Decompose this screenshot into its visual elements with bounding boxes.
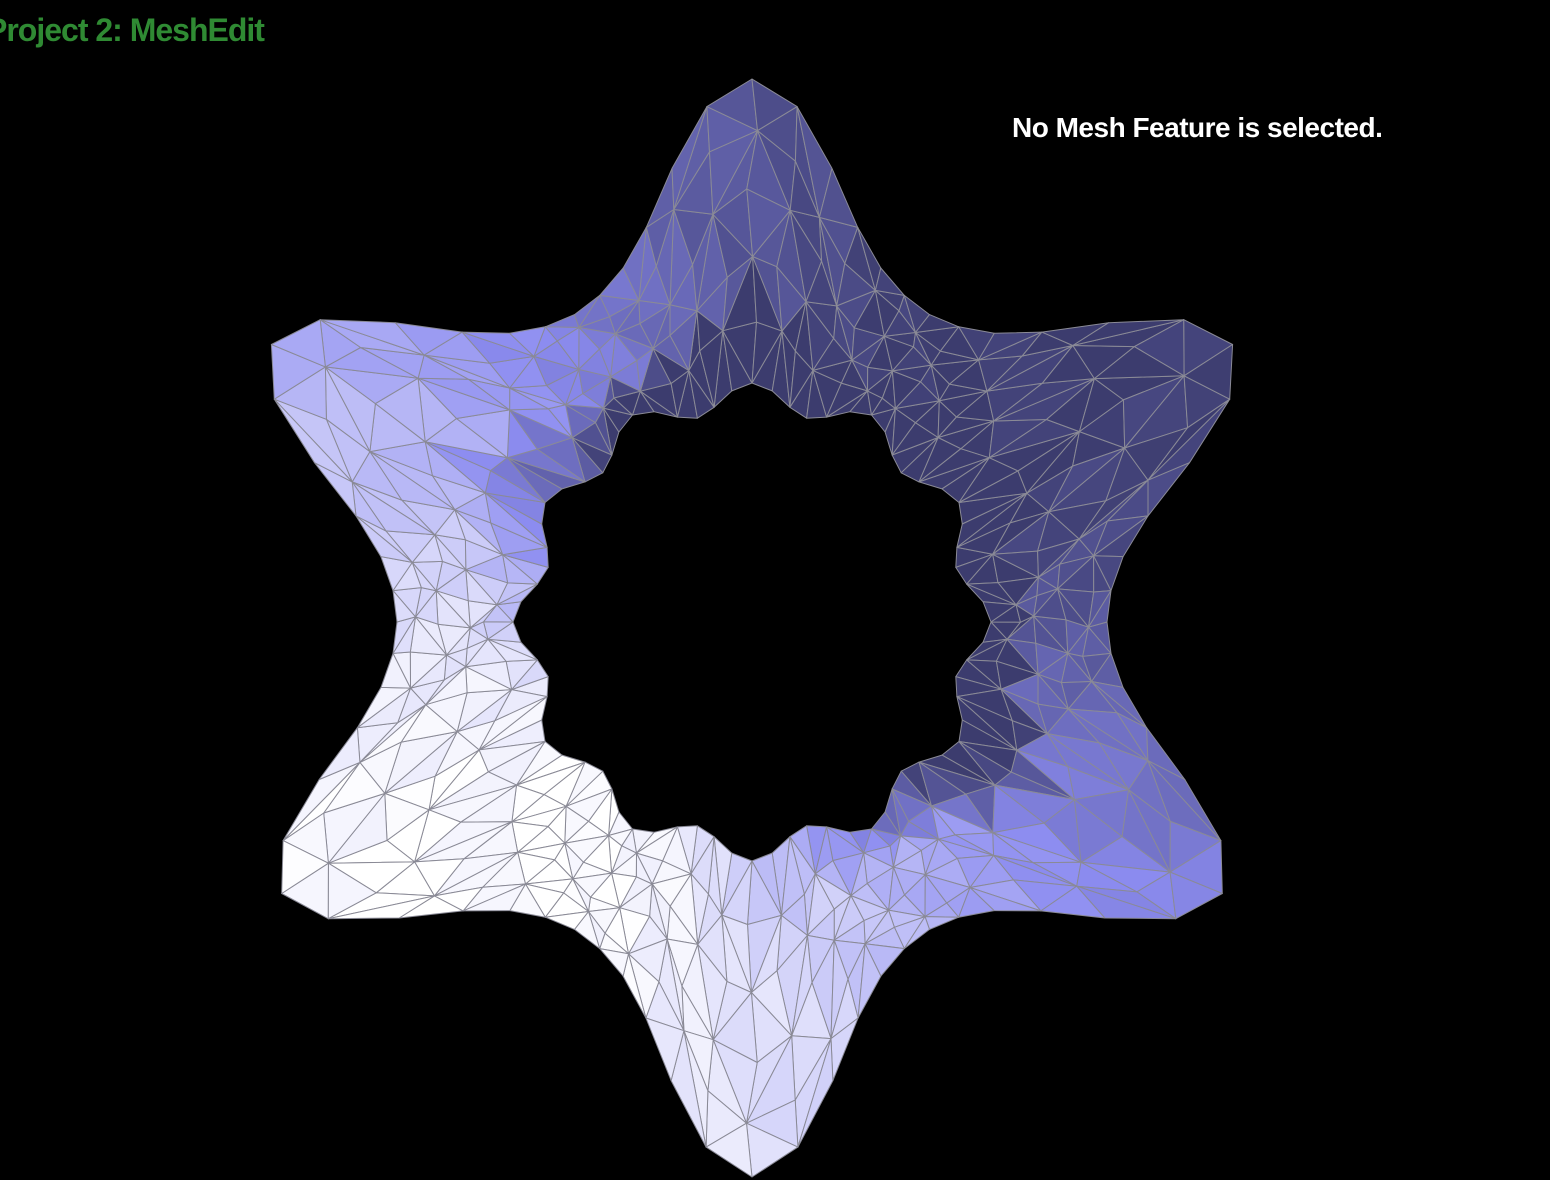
mesh-face[interactable] bbox=[380, 652, 411, 689]
mesh-face[interactable] bbox=[1091, 681, 1148, 729]
mesh-face[interactable] bbox=[1147, 462, 1190, 517]
mesh-face[interactable] bbox=[671, 106, 708, 210]
mesh-face[interactable] bbox=[273, 398, 353, 483]
mesh-face[interactable] bbox=[1169, 871, 1223, 920]
mesh-face[interactable] bbox=[394, 322, 463, 356]
mesh-face[interactable] bbox=[392, 590, 416, 623]
mesh-face[interactable] bbox=[874, 267, 905, 296]
mesh-face[interactable] bbox=[327, 895, 435, 920]
mesh-face[interactable] bbox=[281, 840, 329, 894]
mesh-face[interactable] bbox=[318, 727, 361, 780]
mesh-face[interactable] bbox=[903, 916, 930, 950]
app-title: Project 2: MeshEdit bbox=[0, 12, 265, 48]
mesh-face[interactable] bbox=[509, 326, 546, 357]
mesh-face[interactable] bbox=[544, 911, 589, 930]
mesh-face[interactable] bbox=[818, 167, 859, 228]
mesh-face[interactable] bbox=[705, 1122, 753, 1178]
mesh-face[interactable] bbox=[915, 314, 960, 333]
selection-status: No Mesh Feature is selected. bbox=[1012, 112, 1383, 143]
mesh-face[interactable] bbox=[751, 78, 798, 132]
mesh-face[interactable] bbox=[978, 331, 1043, 361]
mesh-face[interactable] bbox=[1088, 590, 1112, 628]
mesh-face[interactable] bbox=[270, 319, 326, 368]
mesh-face[interactable] bbox=[645, 1017, 685, 1082]
mesh-face[interactable] bbox=[355, 515, 413, 563]
mesh-face[interactable] bbox=[1183, 344, 1234, 400]
mesh-face[interactable] bbox=[857, 943, 882, 1019]
mesh-face[interactable] bbox=[462, 883, 526, 912]
mesh-face[interactable] bbox=[622, 226, 647, 301]
mesh-face[interactable] bbox=[924, 916, 960, 930]
mesh-face[interactable] bbox=[574, 294, 601, 328]
mesh-face[interactable] bbox=[797, 1038, 834, 1148]
mesh-face[interactable] bbox=[958, 887, 995, 918]
mesh-face[interactable] bbox=[599, 948, 629, 977]
mesh-face[interactable] bbox=[1093, 555, 1124, 592]
mesh-face[interactable] bbox=[1072, 319, 1185, 346]
mesh-face[interactable] bbox=[1147, 760, 1222, 842]
mesh-face[interactable] bbox=[1040, 885, 1106, 919]
mesh-face[interactable] bbox=[544, 314, 580, 328]
